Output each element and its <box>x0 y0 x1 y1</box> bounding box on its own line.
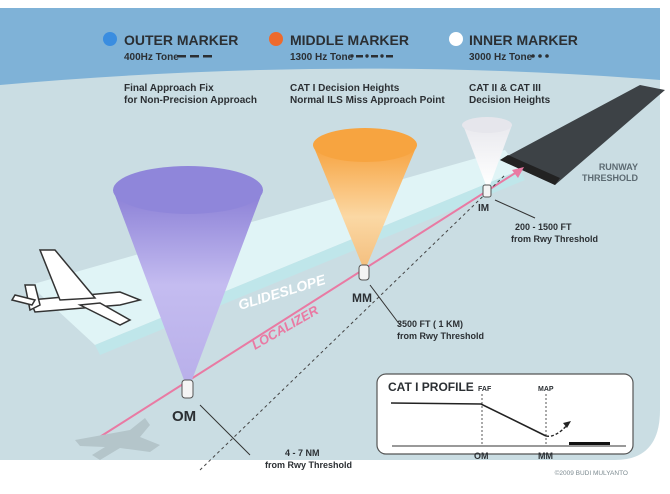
im-label: IM <box>478 203 489 214</box>
airplane-icon <box>10 249 143 326</box>
inner-marker-title: INNER MARKER <box>469 32 578 48</box>
missed-approach-path <box>545 423 569 437</box>
profile-faf-label: FAF <box>478 386 492 393</box>
legend-middle-marker: MIDDLE MARKER 1300 Hz Tone CAT I Decisio… <box>269 32 445 106</box>
inner-marker-dot-icon <box>449 32 463 46</box>
missed-approach-arrow-icon <box>563 421 571 428</box>
profile-mm-label: MM <box>538 451 553 461</box>
om-distance: 4 - 7 NM <box>285 448 320 458</box>
inner-marker-desc-2: Decision Heights <box>469 95 551 106</box>
mm-pointer <box>369 284 401 326</box>
outer-marker-tone-pattern-icon <box>177 55 212 58</box>
inner-marker-tone-pattern-icon <box>531 54 549 58</box>
profile-map-label: MAP <box>538 386 554 393</box>
outer-marker-cone <box>113 190 263 380</box>
im-distance: 200 - 1500 FT <box>515 222 572 232</box>
om-distance-line <box>199 174 506 471</box>
profile-runway <box>569 442 610 445</box>
inner-marker-beacon <box>482 184 492 198</box>
mm-label: MM <box>352 291 372 305</box>
legend-outer-marker: OUTER MARKER 400Hz Tone Final Approach F… <box>103 32 257 106</box>
middle-marker-dot-icon <box>269 32 283 46</box>
threshold-label: THRESHOLD <box>582 173 639 183</box>
outer-marker-desc-1: Final Approach Fix <box>124 83 214 94</box>
outer-marker-beacon <box>181 379 194 399</box>
outer-marker-tone: 400Hz Tone <box>124 52 179 63</box>
middle-marker-cone <box>313 145 417 265</box>
mm-distance: 3500 FT ( 1 KM) <box>397 319 463 329</box>
inner-marker-cone-top <box>462 117 512 133</box>
approach-path <box>390 402 547 437</box>
inner-marker-tone: 3000 Hz Tone <box>469 52 533 63</box>
inner-marker-cone <box>463 125 512 185</box>
profile-title: CAT I PROFILE <box>388 380 474 394</box>
runway <box>500 85 665 185</box>
om-label: OM <box>172 408 196 425</box>
middle-marker-desc-2: Normal ILS Miss Approach Point <box>290 95 445 106</box>
middle-marker-desc-1: CAT I Decision Heights <box>290 83 400 94</box>
profile-om-label: OM <box>474 451 489 461</box>
glideslope-band <box>30 150 520 345</box>
outer-marker-desc-2: for Non-Precision Approach <box>124 95 257 106</box>
runway-threshold <box>500 155 560 185</box>
outer-marker-dot-icon <box>103 32 117 46</box>
middle-marker-beacon <box>358 264 370 281</box>
om-distance-note: from Rwy Threshold <box>265 460 352 470</box>
runway-label: RUNWAY <box>599 162 638 172</box>
im-pointer <box>494 199 536 219</box>
outer-marker-cone-top <box>113 166 263 214</box>
outer-marker-title: OUTER MARKER <box>124 32 238 48</box>
cat-i-profile-box: CAT I PROFILE FAF MAP OM MM <box>376 373 634 461</box>
localizer-arrow-icon <box>512 167 524 178</box>
im-distance-note: from Rwy Threshold <box>511 234 598 244</box>
om-pointer <box>199 404 251 456</box>
legend-inner-marker: INNER MARKER 3000 Hz Tone CAT II & CAT I… <box>449 32 578 106</box>
middle-marker-tone-pattern-icon <box>350 54 393 58</box>
mm-distance-note: from Rwy Threshold <box>397 331 484 341</box>
inner-marker-desc-1: CAT II & CAT III <box>469 83 541 94</box>
middle-marker-tone: 1300 Hz Tone <box>290 52 354 63</box>
copyright: ©2009 BUDI MULYANTO <box>555 469 628 477</box>
airplane-shadow-icon <box>75 418 160 460</box>
localizer-line <box>94 169 521 441</box>
marker-legend-band <box>0 8 660 85</box>
middle-marker-cone-top <box>313 128 417 162</box>
middle-marker-title: MIDDLE MARKER <box>290 32 409 48</box>
